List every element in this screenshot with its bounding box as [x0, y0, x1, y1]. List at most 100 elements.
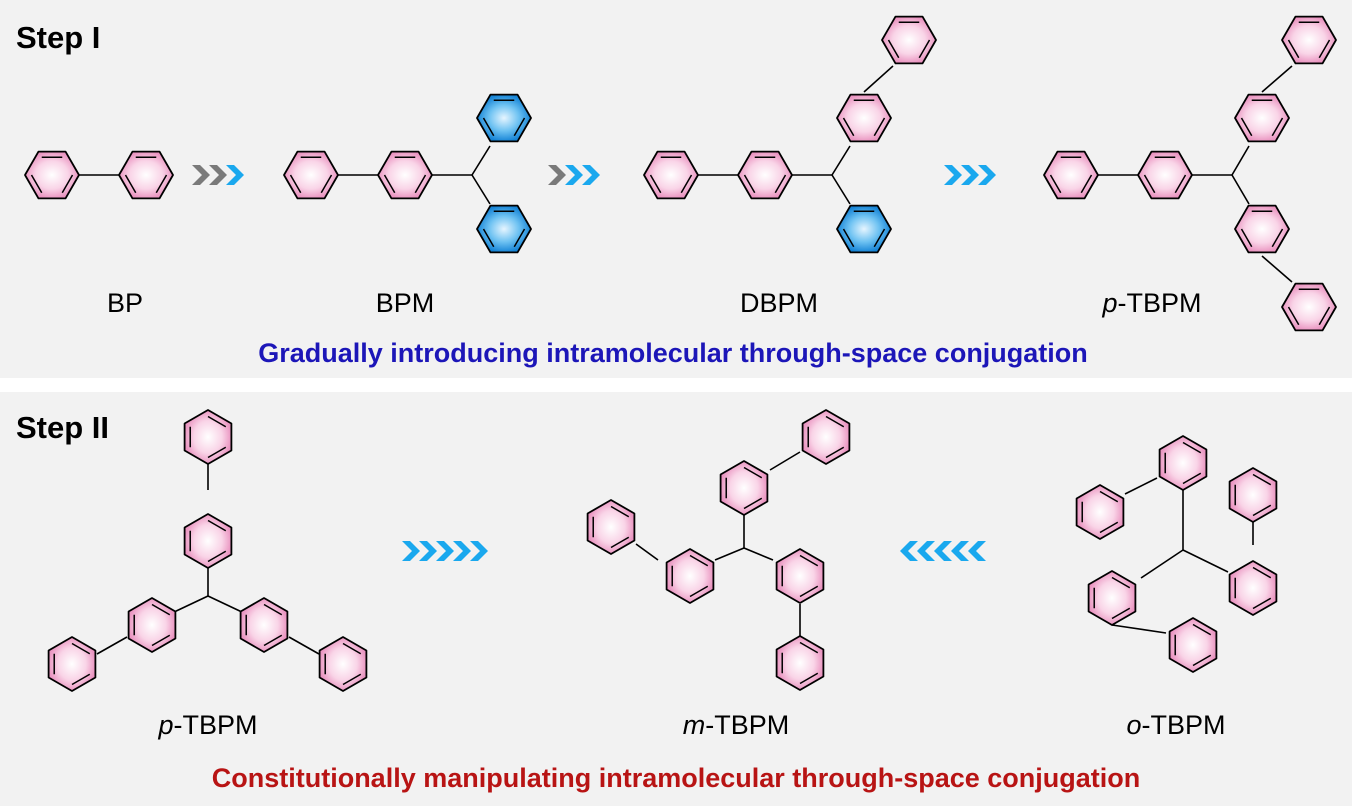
benzene-ring [1281, 15, 1337, 65]
benzene-ring [775, 548, 825, 604]
ring-double-bond [1240, 228, 1253, 248]
ring-outline [1043, 150, 1099, 200]
ring-double-bond [342, 642, 362, 655]
benzene-ring [1281, 282, 1337, 332]
ring-double-bond [1287, 39, 1300, 59]
ring-double-bond [887, 39, 900, 59]
ring-double-bond [207, 446, 227, 459]
ring-double-bond [1252, 597, 1272, 610]
single-bond [714, 547, 745, 561]
p-tbpm-label-step2: p-TBPM [158, 710, 257, 741]
dbpm-label: DBPM [739, 288, 819, 318]
chevron-arrow-icon [436, 541, 454, 561]
ring-outline [1281, 15, 1337, 65]
single-bond [96, 636, 128, 655]
chevron-arrow-icon [226, 165, 244, 185]
ring-double-bond [207, 550, 227, 563]
ring-double-bond [1182, 472, 1202, 485]
ring-double-bond [289, 174, 302, 194]
ring-outline [476, 93, 532, 143]
ring-double-bond [1192, 654, 1212, 667]
ring-double-bond [30, 174, 43, 194]
ring-double-bond [1318, 39, 1331, 59]
benzene-ring [377, 150, 433, 200]
ring-double-bond [1252, 566, 1272, 579]
ring-double-bond [207, 519, 227, 532]
benzene-ring [1168, 617, 1218, 673]
ring-double-bond [1174, 174, 1187, 194]
chevron-arrow-icon [192, 165, 210, 185]
ring-double-bond [799, 585, 819, 598]
chevron-arrow-icon [951, 541, 969, 561]
benzene-ring [1228, 467, 1278, 523]
ring-outline [836, 93, 892, 143]
single-bond [769, 451, 801, 471]
chevron-arrow-icon [934, 541, 952, 561]
benzene-ring [24, 150, 80, 200]
ring-outline [1137, 150, 1193, 200]
single-bond [743, 547, 774, 561]
single-bond [635, 543, 659, 561]
ring-double-bond [1111, 576, 1131, 589]
ring-outline [318, 636, 368, 692]
ring-double-bond [1099, 521, 1119, 534]
ring-double-bond [482, 117, 495, 137]
benzene-ring [47, 636, 97, 692]
ring-outline [377, 150, 433, 200]
tbpm-suffix: -TBPM [705, 710, 790, 740]
ring-outline [737, 150, 793, 200]
ring-double-bond [743, 466, 763, 479]
ring-double-bond [513, 117, 526, 137]
ring-double-bond [71, 673, 91, 686]
ring-outline [239, 597, 289, 653]
ring-double-bond [825, 415, 845, 428]
ring-double-bond [207, 415, 227, 428]
step-2-caption: Constitutionally manipulating intramolec… [211, 763, 1141, 793]
ring-double-bond [1049, 174, 1062, 194]
ring-double-bond [71, 642, 91, 655]
ring-double-bond [842, 228, 855, 248]
ring-double-bond [873, 117, 886, 137]
ring-double-bond [383, 174, 396, 194]
ring-double-bond [743, 174, 756, 194]
single-bond [1261, 65, 1293, 93]
single-bond [1231, 145, 1250, 176]
benzene-ring [127, 597, 177, 653]
single-bond [471, 174, 491, 205]
benzene-ring [775, 635, 825, 691]
ring-double-bond [842, 117, 855, 137]
ring-outline [1158, 435, 1208, 491]
chevron-arrow-icon [917, 541, 935, 561]
single-bond [863, 65, 894, 93]
ring-double-bond [689, 585, 709, 598]
ring-double-bond [342, 673, 362, 686]
ring-double-bond [320, 174, 333, 194]
chevron-arrow-icon [402, 541, 420, 561]
ring-double-bond [610, 536, 630, 549]
ring-double-bond [799, 641, 819, 654]
benzene-ring [1158, 435, 1208, 491]
arrows-layer [192, 165, 996, 561]
ring-double-bond [263, 634, 283, 647]
chevron-arrow-icon [978, 165, 996, 185]
single-bond [1261, 255, 1293, 283]
ring-double-bond [124, 174, 137, 194]
ring-outline [183, 513, 233, 569]
step-2-title: Step II [16, 410, 110, 445]
ring-double-bond [151, 603, 171, 616]
benzene-ring [1234, 204, 1290, 254]
ring-outline [24, 150, 80, 200]
ring-outline [1281, 282, 1337, 332]
ring-double-bond [151, 634, 171, 647]
ring-double-bond [689, 554, 709, 567]
ring-double-bond [1111, 607, 1131, 620]
chevron-arrow-icon [944, 165, 962, 185]
ring-outline [836, 204, 892, 254]
ring-double-bond [873, 228, 886, 248]
ring-double-bond [414, 174, 427, 194]
single-bond [1140, 549, 1184, 579]
ring-double-bond [799, 672, 819, 685]
benzene-ring [665, 548, 715, 604]
single-bond [1124, 477, 1158, 495]
bonds-layer [76, 65, 1293, 655]
